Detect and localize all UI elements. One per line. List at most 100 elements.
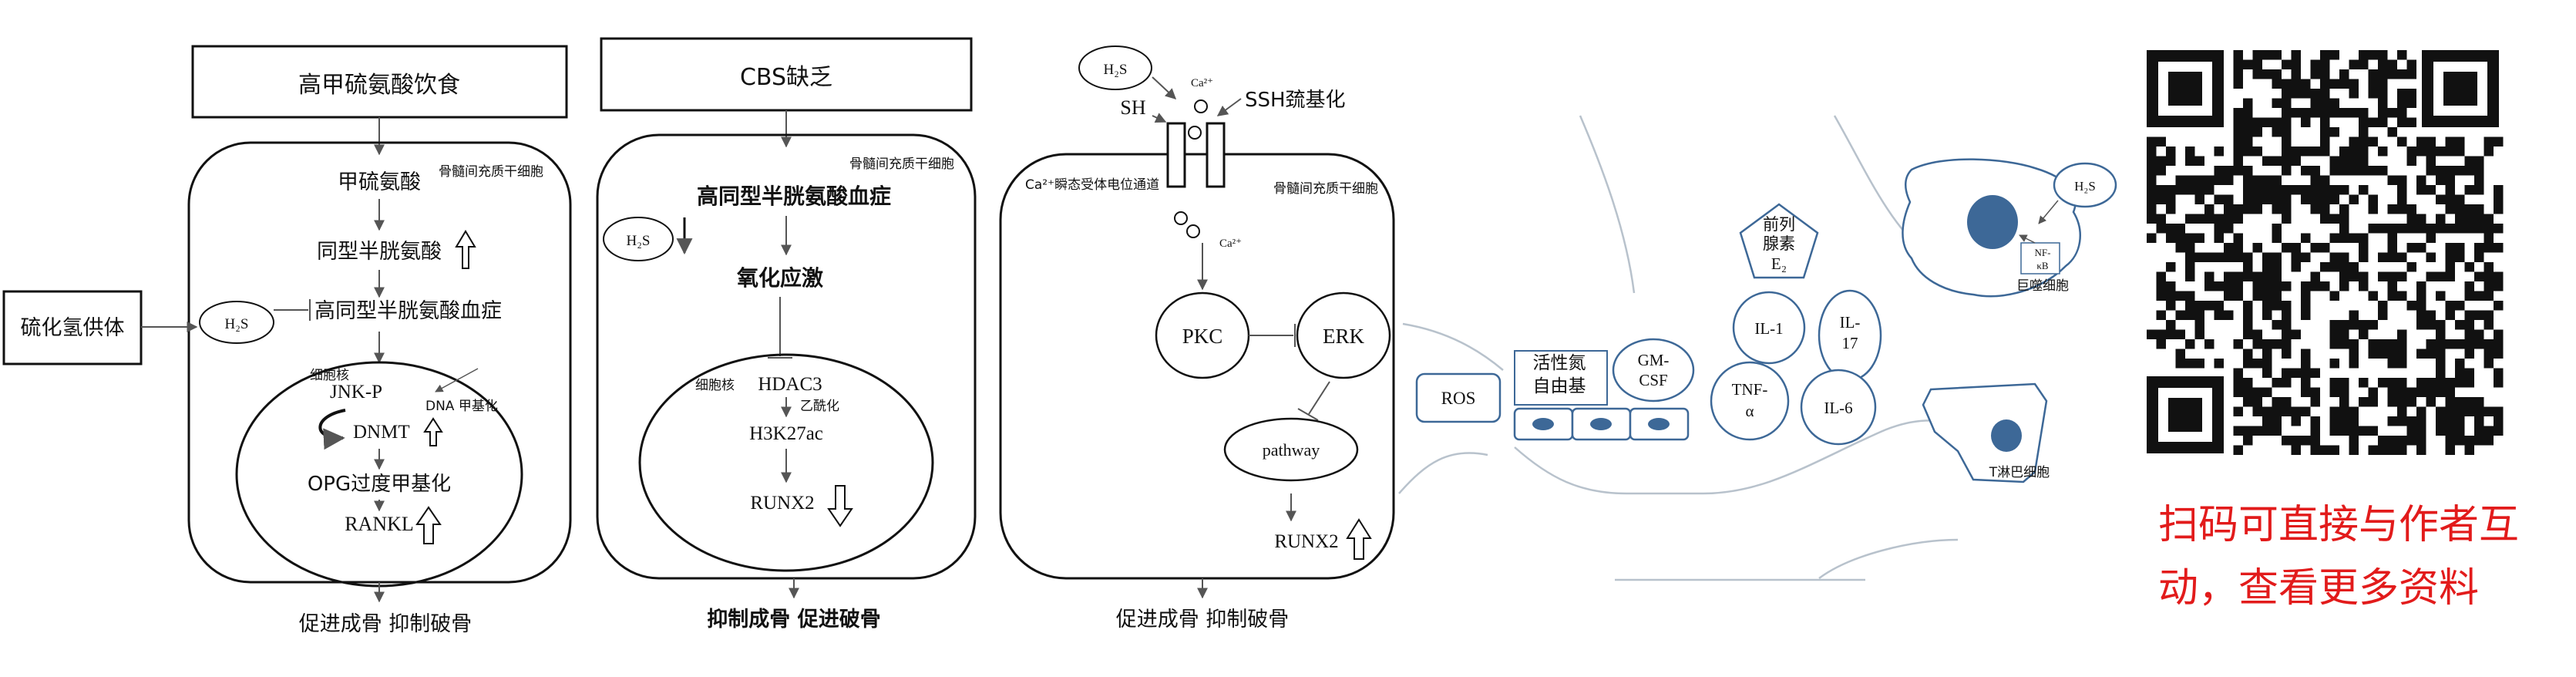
qr-module [2378, 224, 2388, 234]
qr-module [2320, 98, 2330, 108]
qr-module [2494, 339, 2504, 349]
qr-module [2349, 262, 2359, 272]
qr-module [2214, 281, 2224, 291]
qr-module [2272, 204, 2282, 214]
qr-module [2233, 79, 2243, 89]
qr-module [2147, 194, 2157, 204]
qr-module [2310, 426, 2320, 436]
qr-module [2329, 320, 2339, 330]
qr-module [2194, 252, 2204, 262]
qr-module [2359, 271, 2369, 281]
qr-module [2272, 79, 2282, 89]
qr-module [2175, 185, 2185, 195]
qr-module [2484, 310, 2494, 320]
qr-module [2194, 301, 2204, 311]
qr-module [2252, 281, 2262, 291]
qr-module [2339, 271, 2349, 281]
qr-module [2185, 147, 2195, 157]
qr-module [2426, 349, 2436, 359]
qr-module [2224, 252, 2234, 262]
qr-module [2291, 147, 2301, 157]
qr-module [2397, 108, 2407, 118]
qr-module [2329, 127, 2339, 137]
macrophage-label: 巨噬细胞 [2016, 278, 2069, 294]
gmcsf-label-1: GM- [1638, 351, 1670, 369]
qr-module [2445, 271, 2455, 281]
qr-module [2175, 291, 2185, 301]
qr-module [2156, 214, 2166, 224]
qr-module [2416, 185, 2426, 195]
qr-module [2185, 233, 2195, 243]
donor-box [2, 290, 143, 365]
qr-module [2301, 79, 2311, 89]
qr-module [2224, 291, 2234, 301]
il1-circle [1732, 291, 1806, 365]
qr-module [2368, 445, 2378, 455]
qr-module [2455, 224, 2465, 234]
qr-module [2320, 185, 2330, 195]
qr-module [2147, 147, 2157, 157]
qr-module [2397, 291, 2407, 301]
qr-module [2397, 50, 2407, 60]
qr-module [2282, 127, 2292, 137]
qr-module [2436, 387, 2446, 397]
qr-module [2243, 166, 2253, 176]
qr-module [2204, 204, 2214, 214]
reactive-n-label-2: 自由基 [1533, 376, 1586, 396]
qr-module [2464, 166, 2474, 176]
qr-module [2406, 59, 2416, 69]
qr-module [2272, 224, 2282, 234]
qr-module [2272, 175, 2282, 185]
qr-module [2445, 416, 2455, 426]
qr-module [2455, 436, 2465, 446]
qr-module [2310, 147, 2320, 157]
panel1-hyperhcy: 高同型半胱氨酸血症 [314, 299, 502, 323]
panel1-methionine: 甲硫氨酸 [338, 170, 421, 194]
qr-module [2339, 156, 2349, 166]
qr-module [2291, 406, 2301, 416]
qr-module [2204, 271, 2214, 281]
qr-module [2214, 233, 2224, 243]
qr-module [2368, 387, 2378, 397]
qr-module [2359, 378, 2369, 388]
qr-module [2349, 166, 2359, 176]
qr-module [2378, 69, 2388, 79]
qr-module [2494, 224, 2504, 234]
qr-module [2310, 175, 2320, 185]
qr-module [2252, 359, 2262, 369]
qr-module [2233, 252, 2243, 262]
qr-module [2339, 397, 2349, 407]
qr-module [2378, 301, 2388, 311]
qr-module [2320, 175, 2330, 185]
qr-module [2484, 291, 2494, 301]
epithelial-nucleus-2 [1590, 418, 1612, 430]
panel2-cell [596, 133, 977, 580]
qr-module [2329, 378, 2339, 388]
tissue-curve-3 [1579, 115, 1636, 294]
qr-module [2378, 108, 2388, 118]
qr-module [2397, 136, 2407, 147]
panel3-ca-ion-4 [1186, 224, 1200, 238]
panel1-h2s: H₂S [225, 316, 249, 332]
qr-module [2349, 406, 2359, 416]
qr-module [2272, 301, 2282, 311]
qr-module [2455, 243, 2465, 253]
qr-module [2262, 339, 2272, 349]
panel3-sh: SH [1120, 96, 1145, 119]
qr-module [2397, 89, 2407, 99]
qr-module [2368, 136, 2378, 147]
qr-module [2147, 156, 2157, 166]
qr-module [2416, 147, 2426, 157]
qr-module [2416, 406, 2426, 416]
qr-module [2436, 406, 2446, 416]
qr-module [2464, 368, 2474, 378]
qr-module [2426, 271, 2436, 281]
panel1-curve-arrow [318, 409, 346, 450]
qr-code[interactable] [2143, 46, 2505, 459]
qr-module [2349, 436, 2359, 446]
panel3-ca-inner: Ca²⁺ [1219, 237, 1242, 250]
qr-module [2455, 320, 2465, 330]
qr-module [2156, 224, 2166, 234]
qr-module [2175, 233, 2185, 243]
qr-module [2233, 281, 2243, 291]
